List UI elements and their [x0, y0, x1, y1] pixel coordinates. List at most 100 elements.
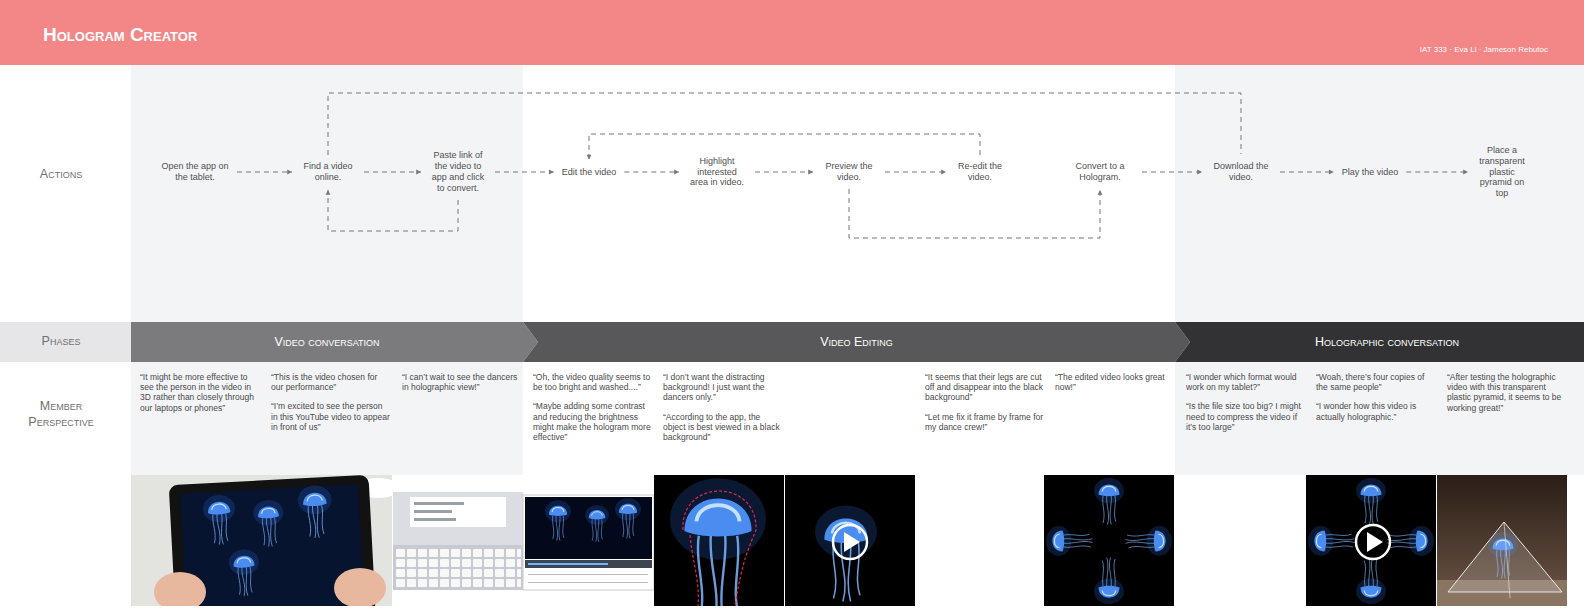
tablet-photo-part-part	[228, 549, 260, 597]
flow-connector	[364, 172, 421, 173]
pyramid-photo-part	[1437, 475, 1567, 606]
hologram-frame	[1044, 475, 1174, 606]
node-text: Video Editing	[538, 322, 1175, 362]
action-step: Edit the video	[560, 165, 619, 180]
hologram-frame-part	[1094, 558, 1124, 605]
phase-shade	[1175, 362, 1584, 475]
member-quote: “This is the video chosen for our perfor…	[271, 372, 391, 392]
keyboard-screenshot-part	[393, 492, 523, 590]
flow-connector	[237, 172, 292, 173]
hologram-play-frame	[1306, 475, 1436, 606]
node-text: Download the video.	[1210, 161, 1272, 183]
highlight-frame-part	[683, 491, 756, 606]
flow-connector	[624, 172, 679, 173]
node-text: Holographic conversation	[1190, 322, 1584, 362]
quote-column: “The edited video looks great now!”	[1055, 372, 1175, 392]
tablet-photo-part	[334, 568, 386, 606]
phase-chevron	[523, 322, 1190, 362]
editor-screenshot-part	[528, 582, 648, 583]
phase-band: Video Editing	[523, 322, 1190, 362]
hologram-frame-part	[1126, 526, 1173, 556]
hologram-frame-part	[1044, 475, 1174, 606]
hologram-play-frame-part	[1356, 525, 1390, 559]
hologram-play-frame-part	[1306, 475, 1436, 606]
member-quote: “It seems that their legs are cut off an…	[925, 372, 1045, 403]
keyboard-screenshot-part	[414, 502, 464, 505]
action-step: Download the video.	[1208, 159, 1274, 185]
flow-connector	[589, 134, 980, 160]
member-quote: “I wonder how this video is actually hol…	[1316, 401, 1436, 421]
flow-connector	[885, 172, 946, 173]
flow-connector	[849, 189, 1100, 238]
credit-line: IAT 333 · Eva Li · Jameson Rebutoc	[1420, 45, 1548, 54]
node-text: Open the app on the tablet.	[161, 161, 229, 183]
hologram-play-frame-part	[1367, 532, 1383, 552]
preview-frame	[785, 475, 915, 606]
quote-column: “It might be more effective to see the p…	[140, 372, 260, 413]
highlight-frame-part	[670, 478, 766, 606]
quote-column: “I wonder which format would work on my …	[1186, 372, 1306, 432]
keyboard-screenshot-part	[414, 510, 452, 513]
node-text: Preview the video.	[821, 161, 877, 183]
preview-frame-part	[844, 532, 860, 552]
node-text: Play the video	[1342, 167, 1399, 178]
hologram-play-frame-part	[1356, 478, 1386, 525]
highlight-frame	[654, 475, 784, 606]
member-quote: “Is the file size too big? I might need …	[1186, 401, 1306, 432]
flow-connector	[328, 190, 458, 231]
action-step: Re-edit the video.	[952, 159, 1008, 185]
row-header-shade	[0, 322, 131, 362]
pyramid-photo-part	[1504, 522, 1510, 598]
row-heading: Actions	[11, 166, 111, 182]
node-text: Convert to a Hologram.	[1066, 161, 1134, 183]
editor-screenshot-part	[528, 574, 648, 575]
hologram-frame-part	[1094, 478, 1124, 525]
quote-column: “It seems that their legs are cut off an…	[925, 372, 1045, 432]
pyramid-photo	[1437, 475, 1567, 606]
phase-chevron	[131, 322, 538, 362]
quote-column: “I don’t want the distracting background…	[663, 372, 783, 442]
tablet-photo-part-part	[202, 494, 237, 545]
node-text: Find a video online.	[300, 161, 356, 183]
keyboard-screenshot	[393, 492, 523, 590]
header-bar	[0, 0, 1584, 65]
editor-screenshot	[523, 495, 654, 590]
flow-connector	[755, 172, 813, 173]
action-step: Find a video online.	[298, 159, 358, 185]
member-quote: “I wonder which format would work on my …	[1186, 372, 1306, 392]
hologram-play-frame-part	[1388, 526, 1435, 556]
phase-shade	[131, 362, 523, 475]
phase-shade	[1175, 65, 1584, 322]
diagram-title: Hologram Creator	[43, 24, 197, 46]
member-quote: “I don’t want the distracting background…	[663, 372, 783, 403]
node-text: Re-edit the video.	[954, 161, 1006, 183]
row-heading: Member Perspective	[11, 398, 111, 431]
quote-column: “I can’t wait to see the dancers in holo…	[402, 372, 522, 392]
action-step: Place a transparent plastic pyramid on t…	[1474, 143, 1530, 202]
hologram-frame-part	[1046, 526, 1093, 556]
action-step: Convert to a Hologram.	[1064, 159, 1136, 185]
member-quote: “After testing the holographic video wit…	[1447, 372, 1567, 413]
editor-screenshot-part	[525, 497, 652, 559]
member-quote: “Let me fix it frame by frame for my dan…	[925, 412, 1045, 432]
preview-frame-part	[833, 525, 867, 559]
phase-chevron	[1175, 322, 1584, 362]
tablet-photo	[131, 475, 392, 606]
editor-screenshot-part	[528, 563, 608, 565]
member-quote: “I’m excited to see the person in this Y…	[271, 401, 391, 432]
phase-shade	[131, 65, 523, 322]
editor-screenshot-part	[545, 500, 571, 540]
phase-band: Holographic conversation	[1175, 322, 1584, 362]
flow-connector	[1406, 172, 1468, 173]
quote-column: “Oh, the video quality seems to be too b…	[533, 372, 653, 442]
member-quote: “Maybe adding some contrast and reducing…	[533, 401, 653, 442]
node-text: Paste link of the video to app and click…	[429, 150, 487, 194]
row-heading: Phases	[11, 333, 111, 349]
member-quote: “The edited video looks great now!”	[1055, 372, 1175, 392]
phase-band: Video conversation	[131, 322, 538, 362]
quote-column: “After testing the holographic video wit…	[1447, 372, 1567, 413]
action-step: Open the app on the tablet.	[159, 159, 231, 185]
member-quote: “I can’t wait to see the dancers in holo…	[402, 372, 522, 392]
